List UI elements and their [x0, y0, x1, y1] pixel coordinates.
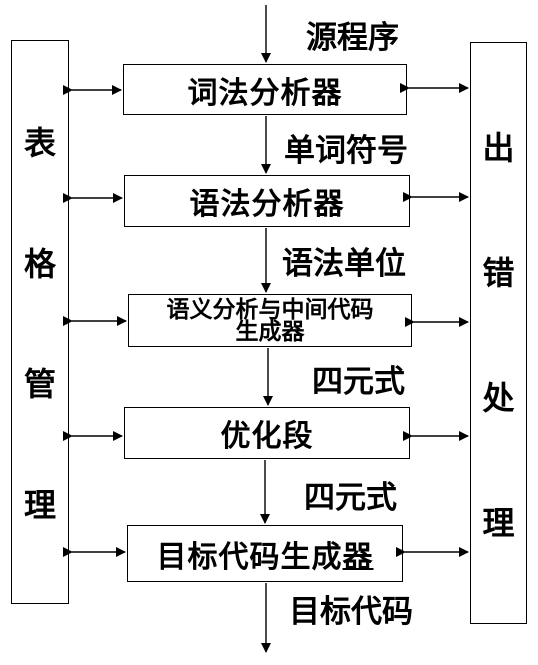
target-code-generator-box: 目标代码生成器	[127, 525, 403, 582]
error-handling-box: 出 错 处 理	[470, 42, 527, 624]
semantic-intermediate-line-2: 生成器	[235, 318, 305, 345]
tokens-label: 单词符号	[284, 133, 408, 169]
syntax-units-label: 语法单位	[282, 246, 406, 282]
quadruples-label-2: 四元式	[304, 480, 397, 516]
error-handling-char-3: 处	[482, 378, 515, 417]
error-handling-char-1: 出	[482, 128, 515, 167]
syntax-analyzer-box: 语法分析器	[124, 175, 410, 227]
lexical-analyzer-box: 词法分析器	[123, 64, 407, 115]
optimizer-label: 优化段	[220, 419, 314, 454]
error-handling-char-2: 错	[482, 253, 515, 292]
table-management-char-1: 表	[23, 124, 56, 163]
table-management-char-3: 管	[23, 365, 56, 404]
lexical-analyzer-label: 词法分析器	[187, 75, 343, 111]
target-code-generator-tail: 器	[342, 539, 374, 575]
quadruples-label-1: 四元式	[312, 364, 405, 400]
table-management-char-4: 理	[23, 485, 56, 524]
table-management-char-2: 格	[23, 244, 56, 283]
source-program-label: 源程序	[306, 20, 399, 56]
target-code-label: 目标代码	[289, 594, 413, 630]
error-handling-char-4: 理	[482, 503, 515, 542]
semantic-intermediate-line-1: 语义分析与中间代码	[166, 296, 374, 323]
target-code-generator-label: 目标代码生成器	[157, 532, 374, 576]
optimizer-box: 优化段	[124, 407, 410, 459]
table-management-box: 表 格 管 理	[11, 40, 69, 604]
target-code-generator-main: 目标代码生成	[156, 539, 343, 575]
semantic-intermediate-box: 语义分析与中间代码 生成器	[128, 294, 412, 347]
syntax-analyzer-label: 语法分析器	[189, 187, 345, 222]
